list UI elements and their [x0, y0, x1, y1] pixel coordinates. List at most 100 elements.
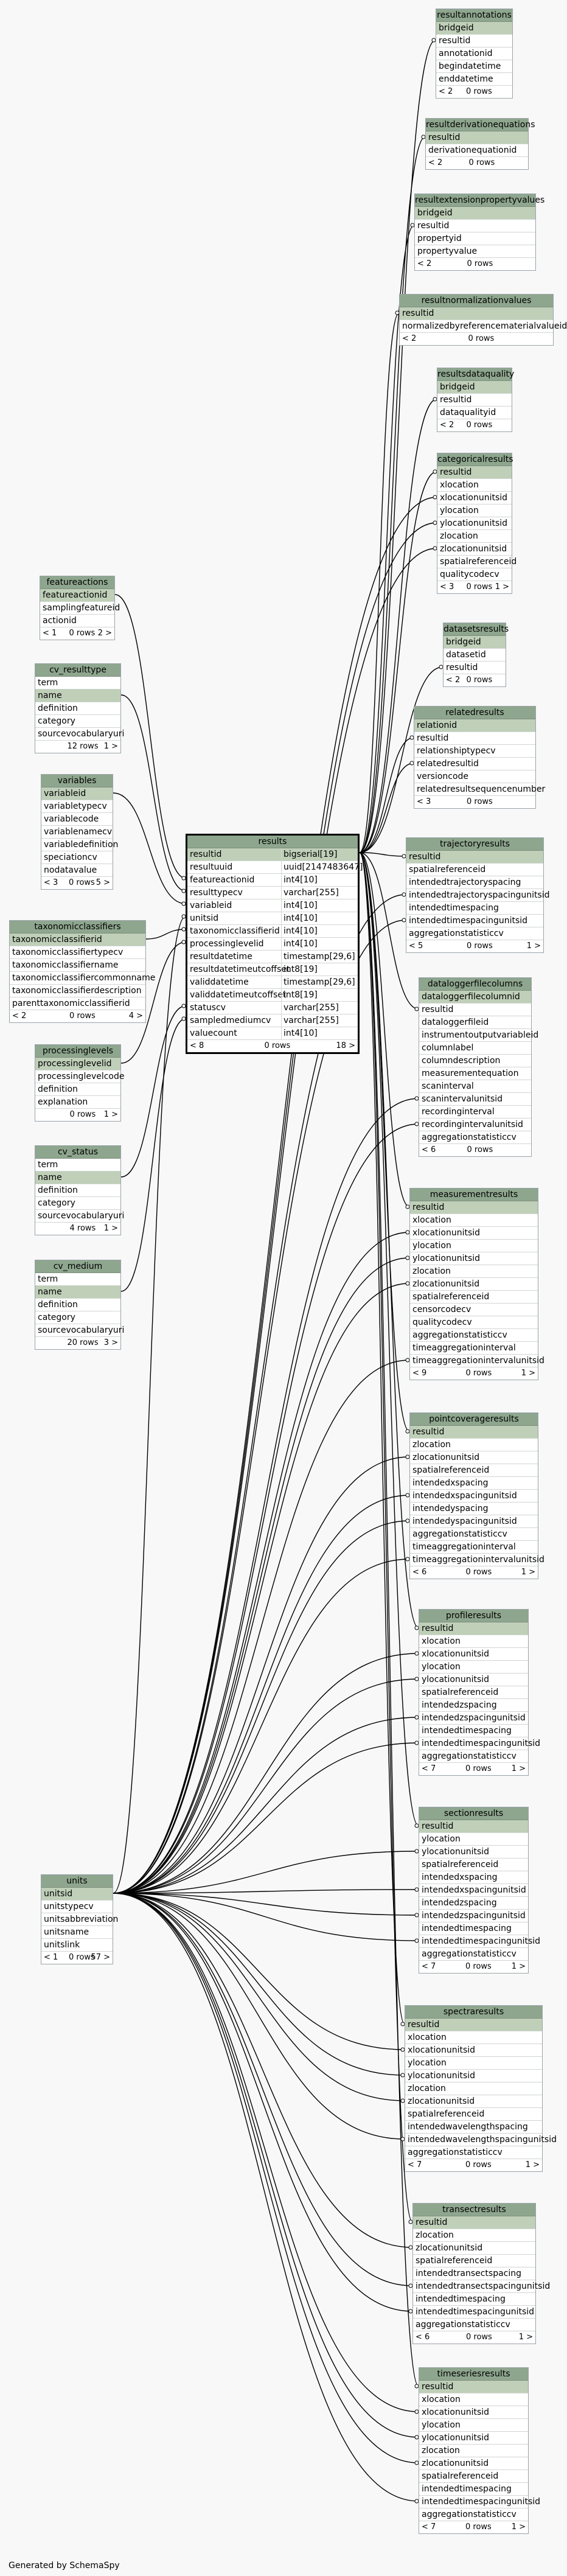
- parent-count[interactable]: < 6: [412, 1568, 427, 1577]
- table-title[interactable]: featureactions: [40, 576, 114, 589]
- column-row[interactable]: spatialreferenceid: [410, 1291, 538, 1304]
- column-row[interactable]: term: [35, 1273, 120, 1286]
- column-row[interactable]: resultid: [405, 2019, 542, 2031]
- column-row[interactable]: unitsabbreviation: [41, 1913, 118, 1926]
- column-row[interactable]: bridgeid: [436, 22, 512, 35]
- column-row[interactable]: ylocation: [437, 504, 512, 517]
- parent-count[interactable]: < 2: [417, 259, 432, 268]
- column-row[interactable]: resultid: [414, 732, 535, 745]
- child-count[interactable]: 1 >: [521, 1568, 535, 1577]
- column-row[interactable]: xlocationunitsid: [419, 1648, 528, 1661]
- child-count[interactable]: 1 >: [511, 1764, 526, 1773]
- column-row[interactable]: ylocationunitsid: [405, 2070, 542, 2082]
- column-row[interactable]: sourcevocabularyuri: [35, 728, 124, 741]
- column-row[interactable]: intendedtimespacingunitsid: [406, 915, 543, 927]
- column-row[interactable]: explanation: [35, 1096, 120, 1109]
- column-row[interactable]: scanintervalunitsid: [419, 1093, 531, 1106]
- column-row[interactable]: name: [35, 1286, 120, 1299]
- column-row[interactable]: xlocationunitsid: [410, 1227, 538, 1240]
- table-title[interactable]: trajectoryresults: [406, 838, 543, 851]
- column-row[interactable]: bridgeid: [444, 636, 506, 649]
- column-row[interactable]: aggregationstatisticcv: [419, 1750, 528, 1763]
- parent-count[interactable]: < 7: [408, 2160, 422, 2169]
- column-row[interactable]: intendedtransectspacing: [413, 2267, 535, 2280]
- column-row[interactable]: intendedyspacingunitsid: [410, 1515, 538, 1528]
- parent-count[interactable]: < 2: [428, 158, 443, 167]
- column-row[interactable]: actionid: [40, 615, 114, 627]
- child-count[interactable]: 1 >: [495, 582, 509, 592]
- column-row[interactable]: ylocation: [405, 2057, 542, 2070]
- column-row[interactable]: zlocationunitsid: [419, 2457, 528, 2470]
- column-row[interactable]: resultid: [406, 851, 543, 864]
- column-row[interactable]: definition: [35, 702, 120, 715]
- table-title[interactable]: categoricalresults: [437, 453, 513, 466]
- column-row[interactable]: ylocationunitsid: [419, 2432, 528, 2445]
- column-row[interactable]: aggregationstatisticcv: [410, 1329, 538, 1342]
- column-row[interactable]: resultid: [419, 2381, 528, 2393]
- column-row[interactable]: intendedxspacingunitsid: [410, 1490, 538, 1503]
- parent-count[interactable]: < 2: [446, 675, 461, 685]
- column-row[interactable]: timeaggregationinterval: [410, 1342, 538, 1355]
- column-row[interactable]: resultid: [419, 1622, 528, 1635]
- parent-count[interactable]: < 8: [190, 1041, 204, 1050]
- column-row[interactable]: resultid: [400, 307, 553, 320]
- column-row[interactable]: taxonomicclassifierdescription: [10, 985, 145, 997]
- column-row[interactable]: ylocationunitsid: [437, 517, 512, 530]
- child-count[interactable]: 1 >: [511, 2522, 526, 2532]
- column-row[interactable]: unitslink: [41, 1939, 113, 1952]
- column-row[interactable]: enddatetime: [436, 73, 512, 86]
- column-row[interactable]: intendedwavelengthspacingunitsid: [405, 2134, 557, 2146]
- column-row[interactable]: xlocation: [437, 479, 512, 492]
- column-row[interactable]: propertyid: [415, 232, 535, 245]
- column-row[interactable]: resultid: [436, 35, 512, 47]
- column-row[interactable]: aggregationstatisticcv: [419, 1131, 531, 1144]
- child-count[interactable]: 1 >: [103, 742, 118, 751]
- column-row[interactable]: intendedtimespacing: [406, 902, 543, 915]
- column-row[interactable]: spatialreferenceid: [437, 556, 517, 568]
- column-row[interactable]: spatialreferenceid: [413, 2255, 535, 2267]
- column-row[interactable]: samplingfeatureid: [40, 602, 120, 615]
- table-title[interactable]: pointcoverageresults: [410, 1413, 538, 1426]
- column-row[interactable]: definition: [35, 1184, 120, 1197]
- column-row[interactable]: timeaggregationintervalunitsid: [410, 1554, 544, 1566]
- child-count[interactable]: 1 >: [526, 941, 541, 951]
- column-row[interactable]: variablenamecv: [41, 826, 113, 839]
- child-count[interactable]: 1 >: [511, 1962, 526, 1971]
- column-row[interactable]: taxonomicclassifierid: [10, 934, 145, 946]
- column-row[interactable]: aggregationstatisticcv: [410, 1528, 538, 1541]
- parent-count[interactable]: < 3: [417, 797, 431, 806]
- table-title[interactable]: datasetsresults: [444, 623, 509, 636]
- column-row[interactable]: processinglevelid: [35, 1058, 120, 1070]
- column-row[interactable]: bridgeid: [415, 207, 535, 220]
- table-title[interactable]: processinglevels: [35, 1045, 120, 1058]
- child-count[interactable]: 1 >: [521, 1369, 535, 1378]
- column-row[interactable]: unitsid: [41, 1888, 113, 1901]
- column-row[interactable]: zlocationunitsid: [405, 2095, 542, 2108]
- column-row[interactable]: name: [35, 689, 120, 702]
- column-row[interactable]: spatialreferenceid: [406, 864, 543, 876]
- column-row[interactable]: intendedxspacingunitsid: [419, 1884, 528, 1897]
- column-row[interactable]: measurementequation: [419, 1067, 531, 1080]
- column-row[interactable]: intendedtimespacing: [419, 2483, 528, 2496]
- column-row[interactable]: zlocation: [419, 2445, 528, 2457]
- column-row[interactable]: zlocation: [437, 530, 512, 543]
- column-row[interactable]: recordinginterval: [419, 1106, 531, 1119]
- column-row[interactable]: instrumentoutputvariableid: [419, 1029, 538, 1042]
- table-title[interactable]: dataloggerfilecolumns: [419, 978, 531, 991]
- parent-count[interactable]: < 7: [422, 1962, 436, 1971]
- column-row[interactable]: normalizedbyreferencematerialvalueid: [400, 320, 567, 333]
- table-title[interactable]: resultderivationequations: [426, 119, 535, 131]
